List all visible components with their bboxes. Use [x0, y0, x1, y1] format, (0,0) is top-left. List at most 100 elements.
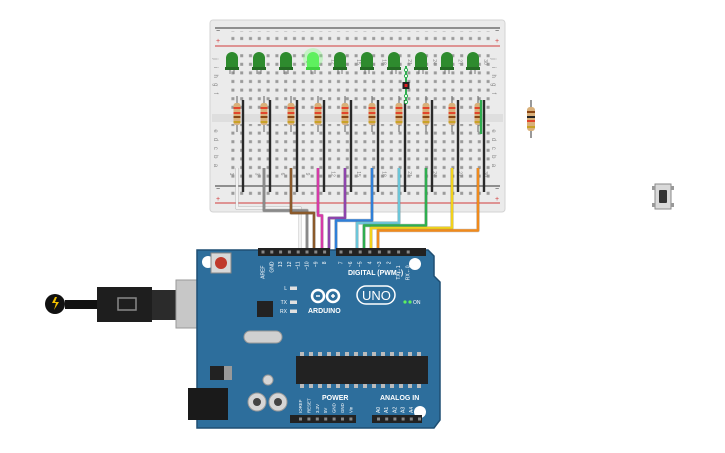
row-letter: h [490, 75, 496, 78]
row-letter: e [212, 129, 218, 133]
jumper-wire[interactable] [262, 168, 309, 250]
power-pin-label: 3.3V [315, 404, 320, 413]
digital-pin-label: ~11 [296, 261, 302, 269]
row-letter: i [212, 67, 218, 68]
row-letter: f [490, 93, 496, 95]
digital-pin-label: 8 [322, 261, 328, 264]
jumper-wire[interactable] [362, 168, 428, 250]
column-label: 24 [431, 171, 437, 177]
resistor-icon[interactable] [527, 100, 535, 138]
pushbutton-icon[interactable] [652, 183, 674, 210]
column-label: 15 [355, 59, 361, 65]
digital-pin-label: TX→1 [396, 265, 402, 279]
digital-pin-label: 2 [387, 261, 393, 264]
power-pin-label: GND [340, 403, 345, 413]
led-icon[interactable] [333, 52, 347, 74]
led-icon[interactable] [279, 52, 293, 74]
jumper-wire[interactable] [334, 168, 374, 250]
board-led-label: L [284, 286, 287, 292]
led-icon[interactable] [387, 52, 401, 74]
analog-pin-label: A3 [401, 407, 407, 413]
column-label: 12 [330, 59, 336, 65]
row-letter: j [212, 57, 218, 59]
column-label: 27 [457, 171, 463, 177]
digital-pin-label: 12 [287, 261, 293, 267]
led-icon[interactable] [252, 52, 266, 74]
brand-label: ARDUINO [308, 308, 341, 315]
resistor-icon[interactable] [422, 96, 430, 132]
resistor-icon[interactable] [314, 96, 322, 132]
row-letter: g [212, 83, 218, 86]
column-label: 9 [304, 173, 310, 176]
analog-pin-label: A1 [384, 407, 390, 413]
power-pin-label: RESET [306, 398, 311, 413]
resistor-icon[interactable] [260, 96, 268, 132]
column-label: 6 [279, 173, 285, 176]
model-label: UNO [362, 288, 391, 303]
power-pin-label: Vin [348, 406, 353, 413]
board-led-label: RX [280, 309, 288, 315]
rail-sign: + [216, 196, 220, 203]
analog-pin-label: A0 [376, 407, 382, 413]
row-letter: g [490, 83, 496, 86]
resistor-icon[interactable] [474, 96, 482, 132]
resistor-icon[interactable] [448, 96, 456, 132]
digital-pin-label: ~5 [358, 261, 364, 267]
column-label: 21 [406, 59, 412, 65]
jumper-wire[interactable] [235, 168, 302, 250]
column-label: 15 [355, 171, 361, 177]
resistor-icon[interactable] [287, 96, 295, 132]
digital-pin-label: ~3 [377, 261, 383, 267]
row-letter: d [212, 138, 218, 141]
digital-pin-label: 13 [278, 261, 284, 267]
jumper-wire[interactable] [327, 168, 347, 250]
arduino-logo: ARDUINO [308, 288, 341, 315]
column-label: 21 [406, 171, 412, 177]
led-icon[interactable] [360, 52, 374, 74]
column-label: 18 [380, 59, 386, 65]
board-led-label: TX [281, 300, 288, 306]
rail-sign: + [495, 196, 499, 203]
resistor-icon[interactable] [368, 96, 376, 132]
led-icon[interactable] [225, 52, 239, 74]
led-icon[interactable] [414, 52, 428, 74]
board-led [290, 300, 297, 304]
analog-pin-label: A5 [417, 407, 423, 413]
column-label: 3 [253, 173, 259, 176]
rail-sign: − [216, 28, 220, 35]
led-icon[interactable] [466, 52, 480, 74]
row-letter: d [490, 138, 496, 141]
selected-jumper[interactable] [402, 66, 410, 105]
jumper-wire[interactable] [289, 168, 316, 250]
jumper-wire[interactable] [355, 168, 401, 250]
column-label: 18 [380, 171, 386, 177]
power-header-label: POWER [322, 395, 348, 402]
rail-sign: − [216, 186, 220, 193]
row-letter: j [490, 57, 496, 59]
jumper-wire[interactable] [316, 168, 324, 250]
rail-sign: + [495, 38, 499, 45]
rail-sign: − [495, 186, 499, 193]
row-letter: h [212, 75, 218, 78]
digital-pin-label: 4 [367, 261, 373, 264]
resistor-icon[interactable] [395, 96, 403, 132]
resistor-icon[interactable] [341, 96, 349, 132]
led-icon[interactable] [303, 48, 323, 74]
row-letter: b [490, 155, 496, 159]
led-icon[interactable] [440, 52, 454, 74]
power-pin-label: GND [332, 403, 337, 413]
digital-pin-label: RX←0 [406, 265, 412, 280]
board-led [290, 309, 297, 313]
board-led [290, 286, 297, 290]
resistor-icon[interactable] [233, 96, 241, 132]
jumper-wire[interactable] [376, 168, 480, 250]
row-letter: b [212, 155, 218, 159]
digital-pin-label: ~10 [305, 261, 311, 270]
row-letter: e [490, 129, 496, 133]
jumper-wire[interactable] [369, 168, 454, 250]
row-letter: c [490, 147, 496, 150]
on-label: ON [413, 300, 421, 306]
